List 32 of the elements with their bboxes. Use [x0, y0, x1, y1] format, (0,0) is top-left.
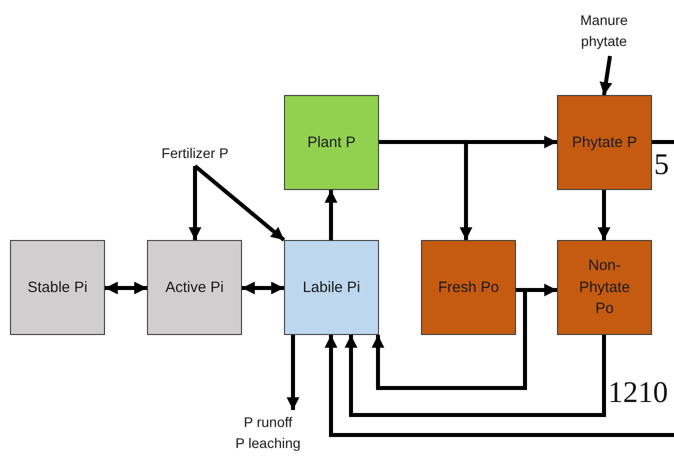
node-label: P leaching: [235, 434, 301, 453]
node-label: Fertilizer P: [162, 144, 228, 162]
stray-number: 1210: [608, 378, 668, 408]
pool-box: [147, 240, 242, 335]
arrow: [194, 164, 286, 242]
arrow: [242, 282, 284, 294]
node-label: Stable Pi: [27, 278, 88, 298]
node-label: Labile Pi: [302, 278, 360, 298]
node-label: Active Pi: [165, 278, 224, 298]
pool-box: [10, 240, 105, 335]
node-label: Manure phytate: [579, 11, 629, 51]
arrow: [324, 190, 338, 240]
node-label: Plant P: [307, 132, 356, 153]
arrow: [372, 288, 527, 390]
arrow: [600, 56, 612, 96]
node-label: P runoff: [244, 413, 292, 432]
arrow: [105, 282, 147, 294]
node-label: Phytate P: [572, 132, 638, 153]
node-label: Non-Phytate Po: [578, 256, 631, 320]
pool-box: [557, 95, 652, 190]
arrow: [286, 335, 300, 410]
node-label: Fresh Po: [438, 278, 499, 298]
pool-box: [284, 95, 379, 190]
pool-box: [421, 240, 516, 335]
pool-box: [284, 240, 379, 335]
arrow: [344, 335, 606, 417]
arrow: [598, 190, 610, 240]
arrow: [188, 166, 202, 240]
pool-box: [557, 240, 652, 335]
arrow: [379, 140, 472, 240]
stray-number: 5: [654, 150, 669, 180]
arrow: [324, 335, 674, 437]
